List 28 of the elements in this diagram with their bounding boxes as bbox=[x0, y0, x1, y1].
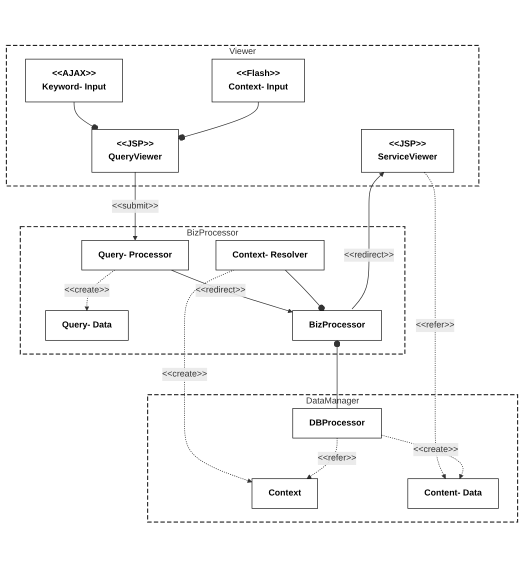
edge-label: <<create>> bbox=[162, 369, 208, 379]
edge-label: <<refer>> bbox=[318, 453, 356, 463]
node-box: DBProcessor bbox=[292, 408, 382, 438]
arrow bbox=[424, 172, 446, 479]
connector bbox=[74, 101, 98, 131]
node-box: <<JSP>> QueryViewer bbox=[92, 128, 179, 172]
node-box: <<JSP>> ServiceViewer bbox=[361, 128, 454, 172]
edge-label: <<submit>> bbox=[112, 201, 158, 210]
edge-label: <<create>> bbox=[64, 285, 110, 294]
node-box: Query- Data bbox=[45, 310, 129, 340]
edge-label: <<redirect>> bbox=[196, 285, 246, 294]
arrow bbox=[184, 269, 252, 483]
connector bbox=[284, 269, 325, 312]
node-box: Query- Processor bbox=[81, 240, 189, 270]
arrow bbox=[352, 172, 384, 310]
edge-label: <<refer>> bbox=[416, 320, 454, 330]
node-box: <<Flash>> Context- Input bbox=[212, 58, 305, 102]
connector bbox=[334, 340, 340, 409]
node-box: <<AJAX>> Keyword- Input bbox=[25, 58, 123, 102]
connector bbox=[178, 101, 259, 141]
edge-label: <<redirect>> bbox=[344, 250, 394, 260]
node-box: Context bbox=[252, 478, 318, 508]
arrow bbox=[170, 269, 293, 313]
node-box: Content- Data bbox=[408, 478, 499, 508]
arrow bbox=[381, 434, 464, 479]
node-box: BizProcessor bbox=[292, 310, 382, 340]
edge-label: <<create>> bbox=[413, 444, 458, 454]
node-box: Context- Resolver bbox=[216, 240, 324, 270]
